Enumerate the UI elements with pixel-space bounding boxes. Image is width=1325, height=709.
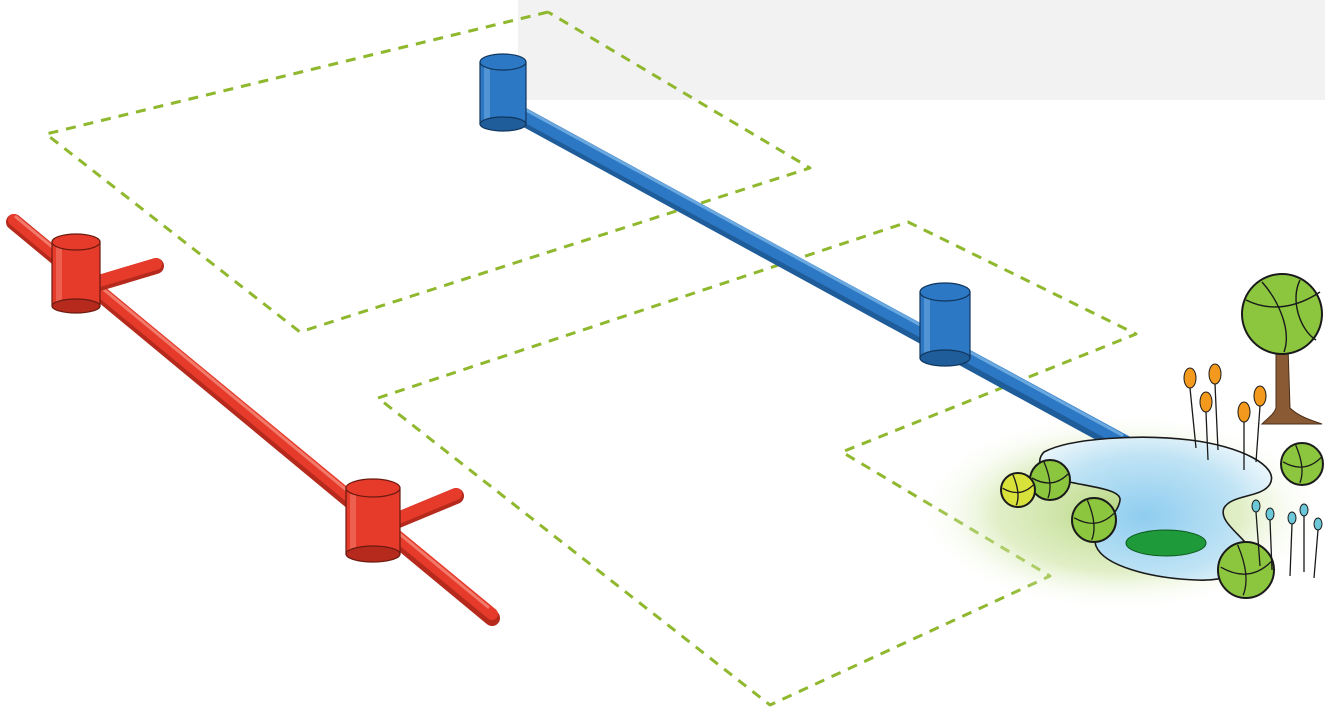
storm-pipe-main: [493, 95, 1133, 449]
shrub: [1029, 459, 1071, 501]
reed: [1265, 507, 1275, 571]
tree-trunk: [1260, 345, 1323, 425]
shrub: [1000, 472, 1036, 508]
header-panel: [518, 0, 1325, 100]
reed: [1253, 385, 1267, 463]
storm-pipe-main-highlight: [502, 96, 1124, 437]
tree: [1241, 273, 1323, 425]
storm-inspection-chamber: [919, 282, 971, 367]
shrub: [1217, 541, 1275, 599]
reed: [1313, 517, 1323, 579]
storm-water-pipe: [479, 53, 1135, 455]
reed: [1183, 367, 1197, 449]
reed: [1199, 391, 1213, 461]
reed: [1237, 401, 1251, 470]
lily-pad: [1125, 529, 1207, 557]
shrub: [1071, 497, 1117, 543]
reed: [1299, 503, 1309, 572]
reed: [1251, 499, 1261, 567]
shrub-group: [1000, 442, 1324, 599]
plot-boundary-rear: [44, 10, 812, 334]
shrub: [1280, 442, 1324, 486]
foul-inspection-chamber: [51, 233, 101, 314]
storm-inspection-chamber: [479, 53, 527, 132]
reed-group: [1183, 363, 1323, 579]
foul-water-pipe: [6, 214, 500, 626]
reed: [1287, 511, 1297, 577]
foul-inspection-chamber: [345, 478, 401, 563]
reed: [1208, 363, 1222, 451]
plot-boundary-front: [377, 220, 1138, 707]
